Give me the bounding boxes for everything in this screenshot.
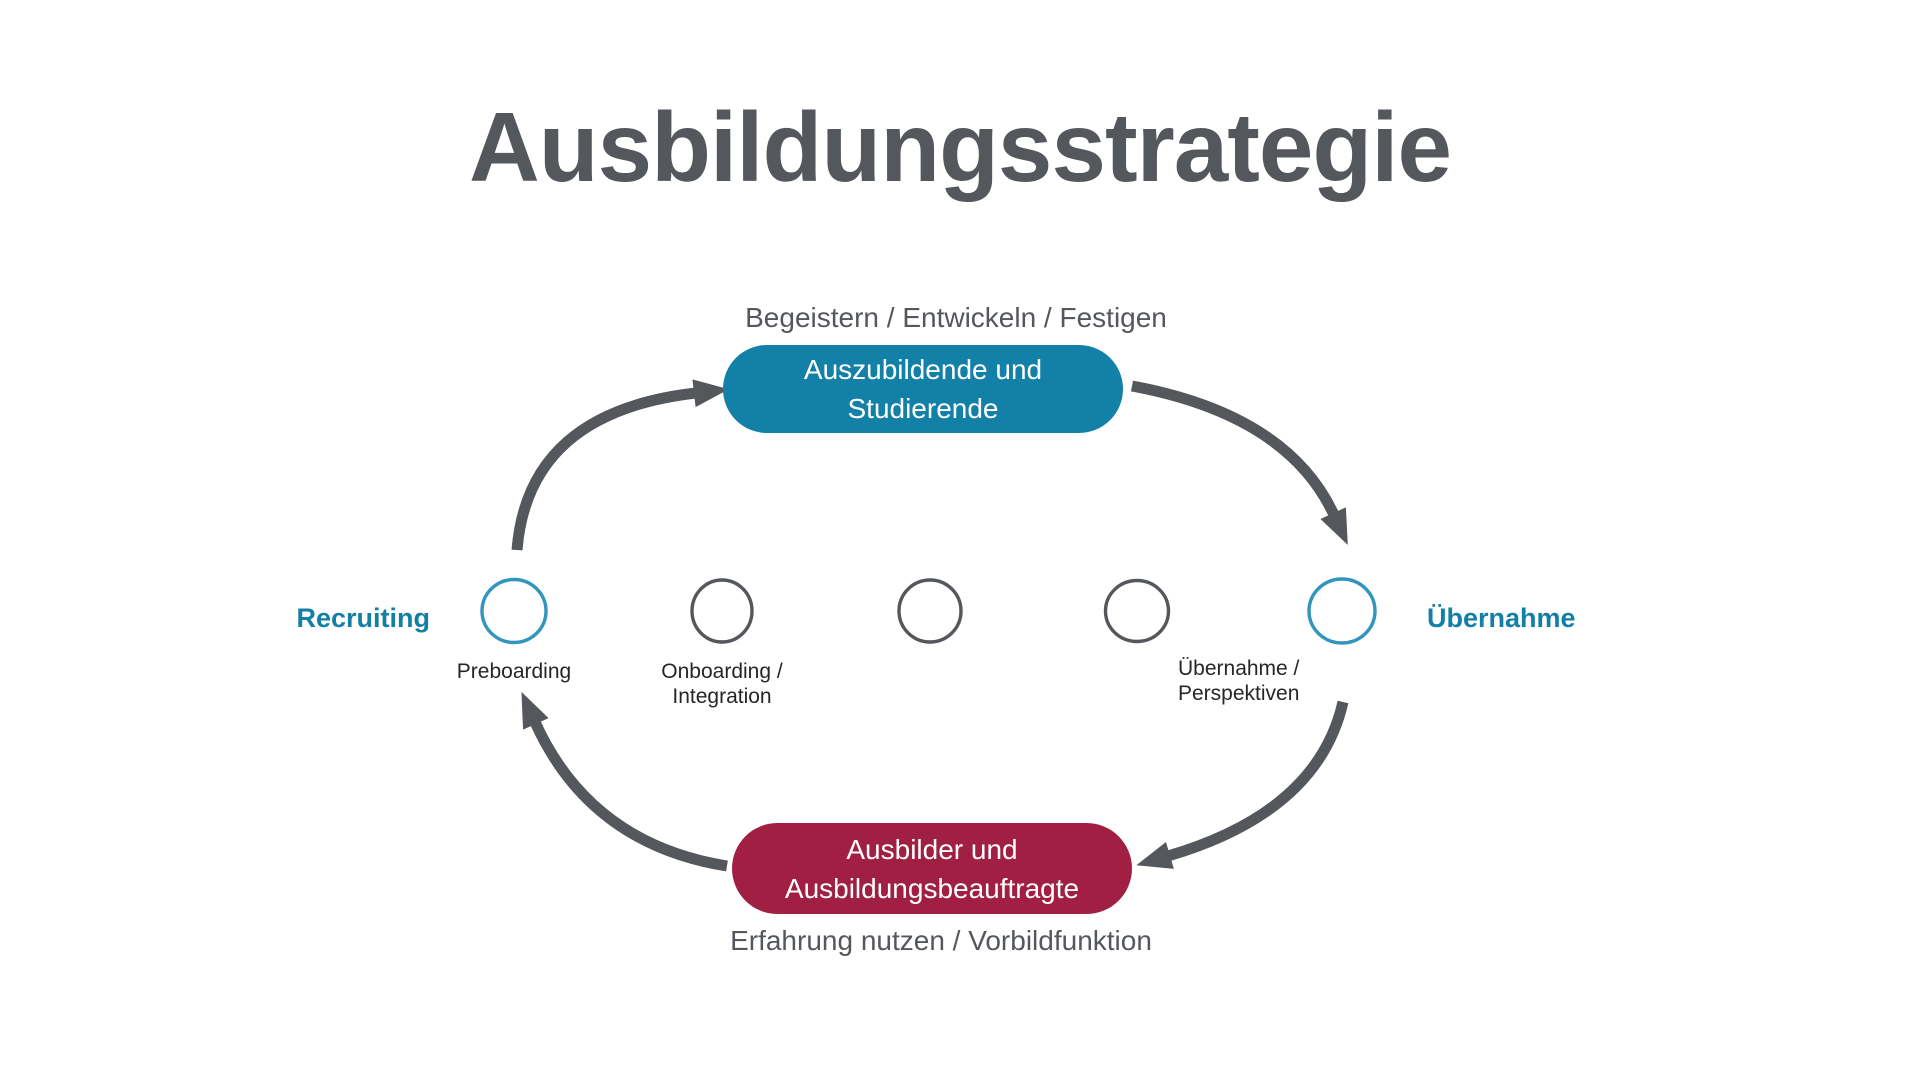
flow-arc-recruiting-to-top-node (511, 379, 729, 551)
stage-label-line: Preboarding (456, 660, 572, 683)
stage-label-line: Integration (672, 685, 772, 708)
stage-circle-preboarding (480, 577, 548, 645)
bottom-node-label-line2: Ausbildungsbeauftragte (784, 872, 1080, 904)
top-node-label-line2: Studierende (847, 393, 999, 424)
flow-arc-uebernahme-to-bottom-node (1136, 700, 1349, 869)
stage-label-line: Übernahme / (1178, 657, 1300, 680)
stage-circle-middle (897, 578, 963, 644)
bottom-node-label-line1: Ausbilder und (846, 833, 1018, 865)
stage-circle-onboarding (690, 578, 754, 644)
stage-label-onboarding: Onboarding / Integration (661, 659, 782, 709)
uebernahme-label: Übernahme (1427, 603, 1576, 633)
stage-label-line: Perspektiven (1178, 682, 1300, 705)
stage-circle-uebernahme-perspektiven (1103, 578, 1171, 644)
stage-label-line: Onboarding / (661, 660, 783, 683)
bottom-node-ausbilder: Ausbilder und Ausbildungsbeauftragte (732, 823, 1132, 914)
top-caption: Begeistern / Entwickeln / Festigen (745, 302, 1167, 333)
recruiting-label: Recruiting (296, 603, 430, 633)
page-title: Ausbildungsstrategie (469, 92, 1452, 202)
top-node-label-line1: Auszubildende und (803, 354, 1043, 385)
stage-circle-end (1307, 577, 1377, 645)
stage-label-preboarding: Preboarding (457, 659, 571, 684)
bottom-caption: Erfahrung nutzen / Vorbildfunktion (730, 925, 1152, 956)
stage-label-uebernahme-perspektiven: Übernahme / Perspektiven (1178, 656, 1299, 706)
top-node-auszubildende: Auszubildende und Studierende (723, 345, 1123, 433)
flow-arc-bottom-node-to-preboarding (521, 691, 728, 872)
flow-arc-top-node-to-uebernahme (1130, 380, 1348, 545)
